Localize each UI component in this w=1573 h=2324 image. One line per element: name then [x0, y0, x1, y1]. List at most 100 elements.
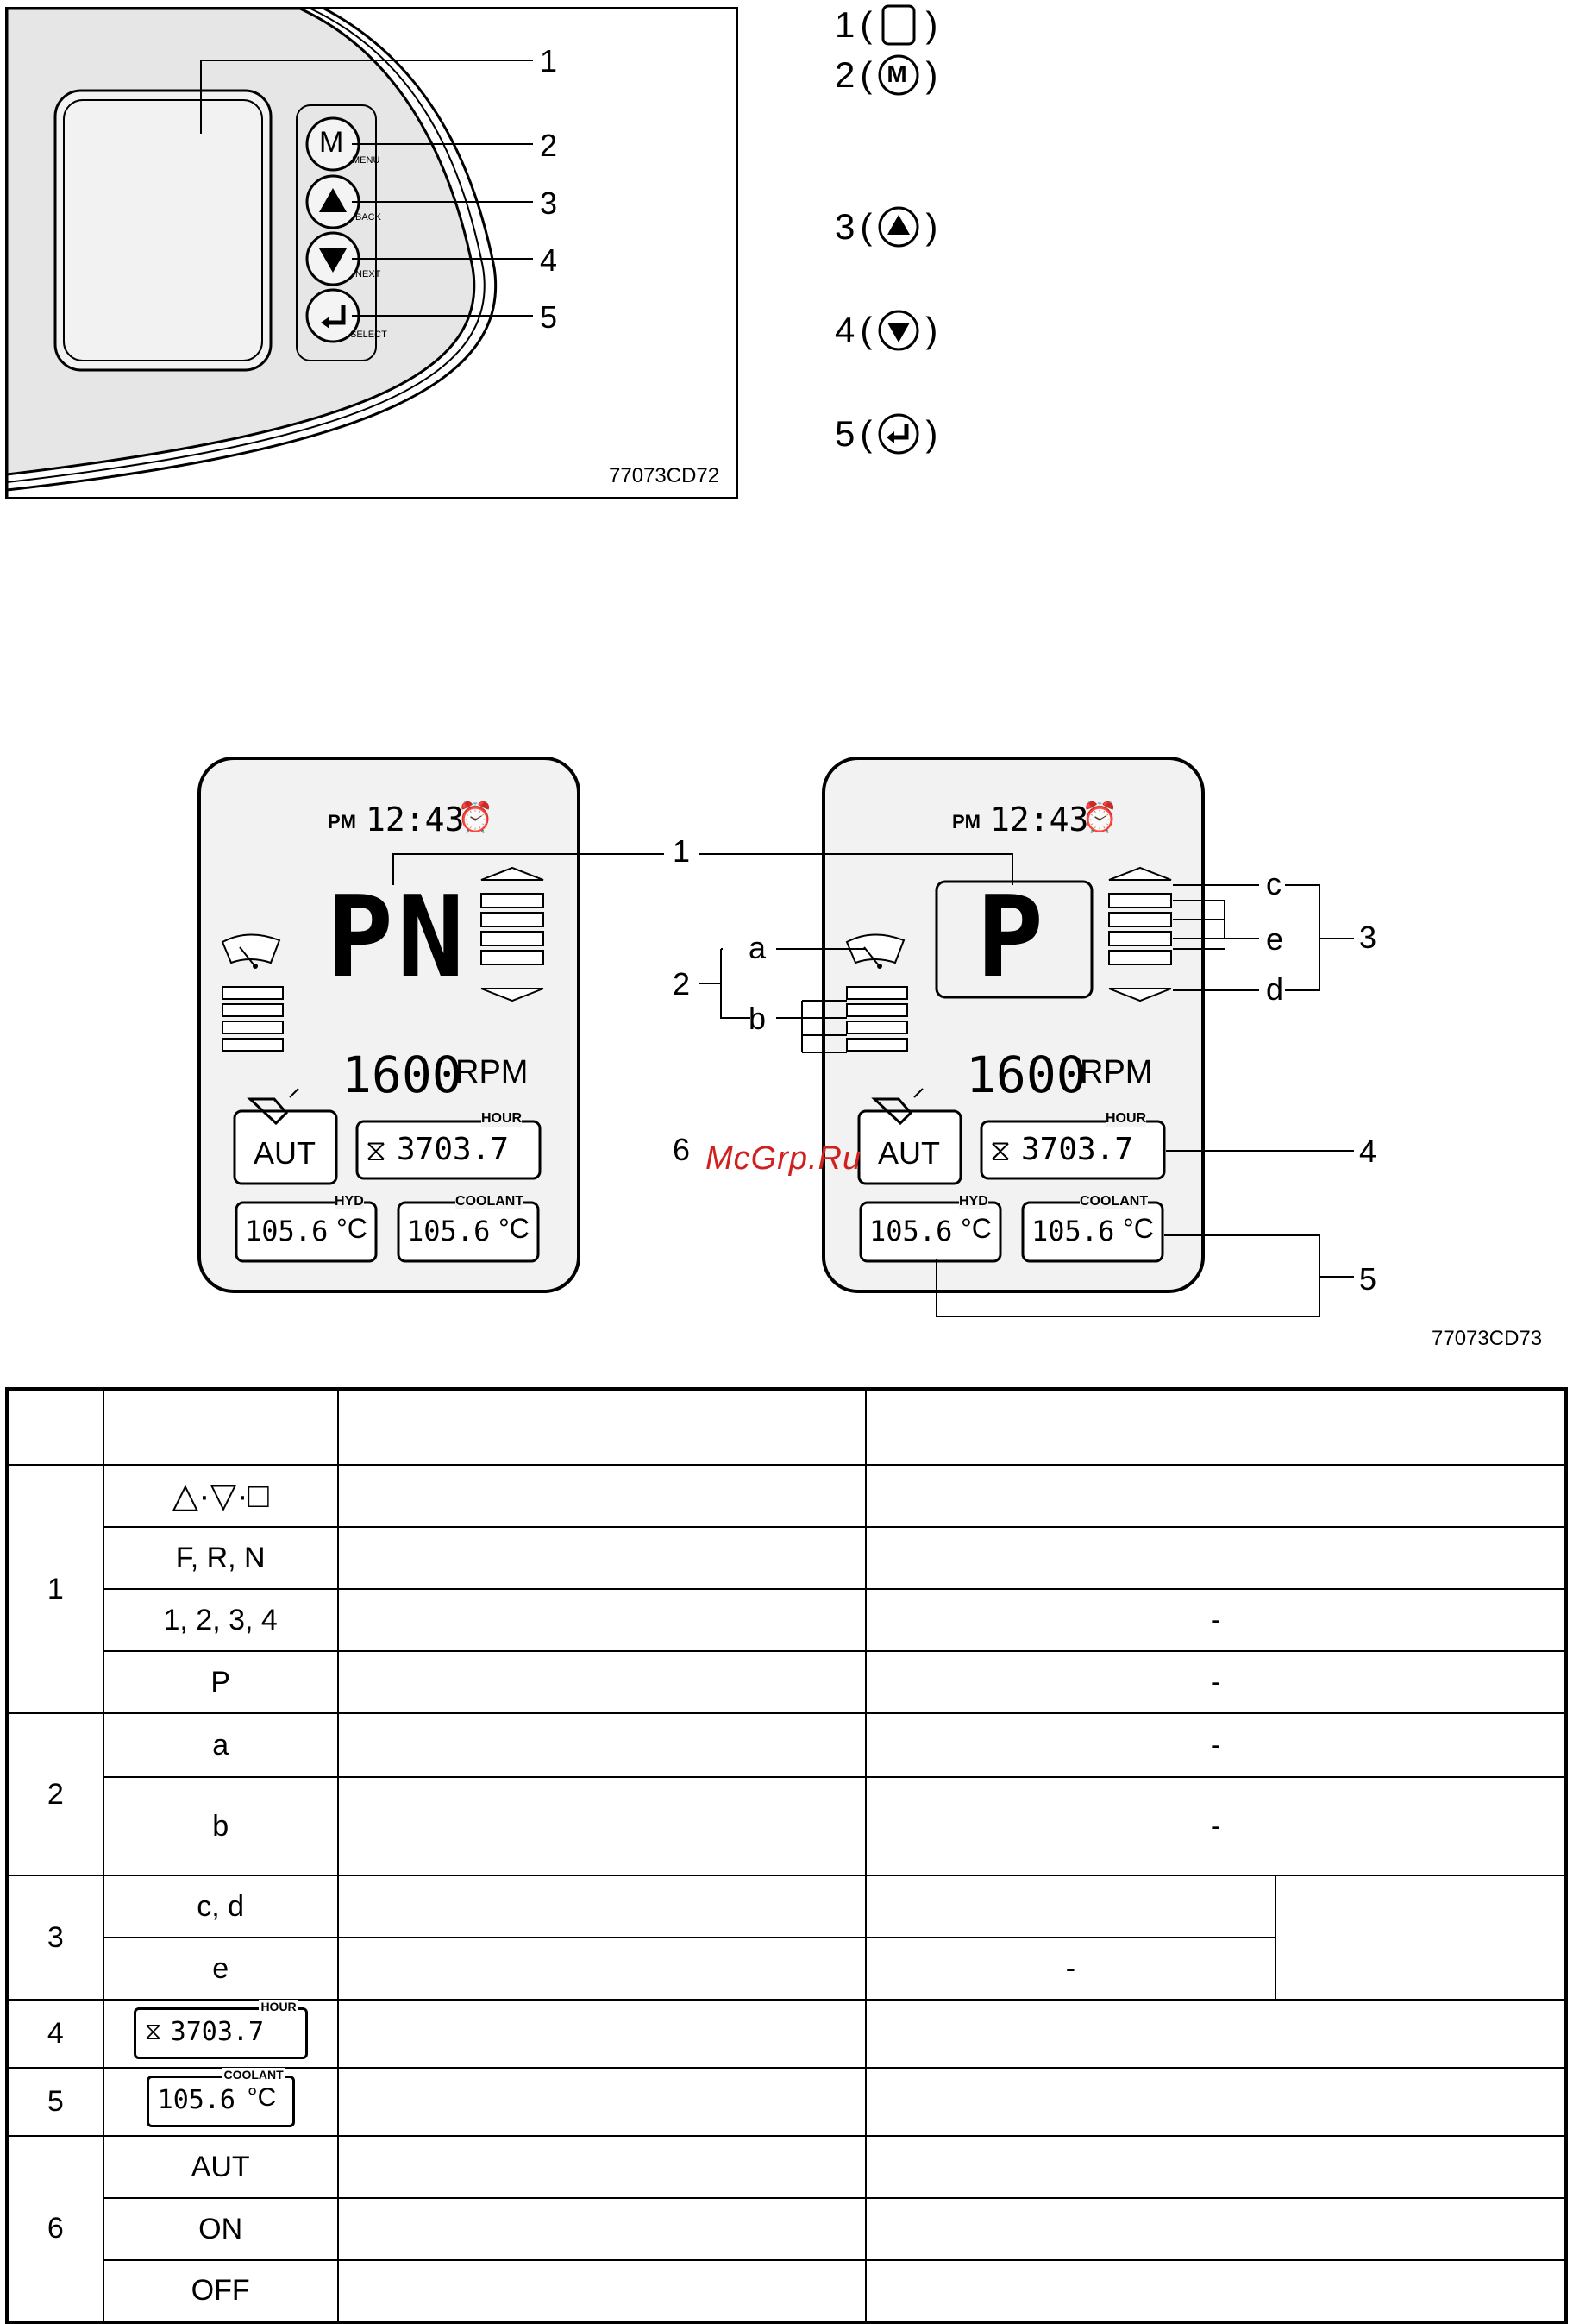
item-cell: a [102, 1712, 339, 1778]
callout-1: 1 [540, 43, 558, 79]
down-triangle-icon [877, 309, 920, 352]
hour-label: HOUR [481, 1111, 523, 1127]
hyd-label: HYD [959, 1194, 988, 1209]
fig2-callout-1: 1 [673, 833, 691, 869]
dash-cell [865, 1875, 1276, 1938]
hyd-temp-unit: °C [961, 1213, 992, 1244]
up-triangle-icon [877, 205, 920, 248]
item-cell: AUT [102, 2135, 339, 2199]
rpm-value: 1600 [342, 1046, 462, 1104]
table-row: b - [7, 1776, 1567, 1876]
fig2-callout-b: b [749, 1001, 767, 1036]
cluster-housing-drawing [7, 9, 533, 497]
callout-4: 4 [540, 242, 558, 278]
table-row: 6 AUT [6, 2135, 1567, 2323]
figure-1-panel: M MENU BACK NEXT SELECT 1 2 3 4 5 77073C… [5, 7, 738, 499]
menu-button-label: MENU [352, 155, 380, 166]
select-button-label: SELECT [350, 330, 387, 340]
rpm-unit: RPM [1080, 1054, 1153, 1090]
spec-table: 1 △·▽·□ F, R, N 1, 2, 3, 4 - P - 2 a - b… [5, 1387, 1568, 2324]
gear-indicator: P [976, 871, 1044, 1002]
hourglass-icon: ⧖ [144, 2017, 162, 2045]
group-cell: 4 [6, 1999, 104, 2069]
item-cell: △·▽·□ [102, 1464, 339, 1528]
dash-cell: - [865, 1588, 1567, 1652]
dash-cell: - [865, 1937, 1276, 2001]
fig2-callout-3: 3 [1359, 920, 1377, 955]
item-cell: P [102, 1650, 339, 1714]
group-cell: 1 [6, 1464, 104, 1714]
alarm-clock-icon: ⏰ [457, 801, 494, 834]
rpm-value: 1600 [966, 1046, 1087, 1104]
hyd-temp-unit: °C [336, 1213, 367, 1244]
hyd-label: HYD [335, 1194, 364, 1209]
lcd-display-left: PM 12:43 ⏰ PN 1600 RPM AUT HOUR ⧖ 3703.7… [197, 756, 581, 1294]
dash-cell [865, 1526, 1567, 1590]
hourglass-icon: ⧖ [366, 1134, 386, 1168]
back-button-label: BACK [355, 212, 381, 223]
item-cell: F, R, N [102, 1526, 339, 1590]
fig2-callout-4: 4 [1359, 1134, 1377, 1169]
table-row: 1 △·▽·□ [6, 1464, 1567, 1714]
hourglass-icon: ⧖ [990, 1134, 1011, 1168]
table-row: e - [7, 1937, 1566, 2001]
table-row: 2 a - [6, 1712, 1567, 1876]
group-cell: 3 [6, 1875, 104, 2001]
rpm-unit: RPM [455, 1054, 529, 1090]
hour-badge-cell: HOUR ⧖ 3703.7 [102, 1999, 339, 2069]
ampm-indicator: PM [952, 811, 981, 832]
fig2-callout-e: e [1266, 921, 1284, 957]
hyd-value: 105.6 [245, 1215, 329, 1247]
table-row: 3 c, d [6, 1875, 1568, 2001]
watermark: McGrp.Ru [705, 1140, 862, 1177]
dash-cell [865, 1999, 1567, 2069]
group-cell: 5 [6, 2067, 104, 2137]
table-header-row [6, 1388, 1567, 1466]
hour-label: HOUR [1106, 1111, 1147, 1127]
fig2-callout-2: 2 [673, 966, 691, 1002]
coolant-badge-cell: COOLANT 105.6 °C [102, 2067, 339, 2137]
alarm-clock-icon: ⏰ [1081, 801, 1119, 834]
dash-cell [865, 2135, 1567, 2199]
dash-cell [865, 2259, 1567, 2323]
mode-aut: AUT [254, 1135, 316, 1171]
item-cell: c, d [102, 1875, 339, 1938]
coolant-value: 105.6 [407, 1215, 491, 1247]
figure-2-code: 77073CD73 [1432, 1327, 1543, 1350]
coolant-value: 105.6 [1031, 1215, 1115, 1247]
callout-2: 2 [540, 128, 558, 163]
legend-item-4: 4( ) [835, 309, 938, 352]
dash-cell: - [865, 1650, 1567, 1714]
ampm-indicator: PM [328, 811, 356, 832]
table-row: 4 HOUR ⧖ 3703.7 [6, 1999, 1567, 2069]
item-cell: OFF [102, 2259, 339, 2323]
group-cell: 2 [6, 1712, 104, 1876]
dash-cell [865, 2067, 1567, 2137]
fig2-callout-c: c [1266, 866, 1282, 901]
clock-time: 12:43 [990, 801, 1089, 839]
next-button-label: NEXT [355, 269, 381, 280]
figure-1-code: 77073CD72 [609, 464, 720, 487]
legend-item-3: 3( ) [835, 205, 938, 248]
lcd-right-frame [822, 757, 1205, 1293]
hour-value: 3703.7 [397, 1132, 510, 1167]
table-row: 5 COOLANT 105.6 °C [6, 2067, 1567, 2137]
table-row: 1, 2, 3, 4 - [7, 1588, 1567, 1652]
coolant-temp-unit: °C [1123, 1213, 1154, 1244]
callout-3: 3 [540, 185, 558, 221]
legend-item-1: 1( ) [835, 3, 938, 47]
menu-button-glyph[interactable]: M [319, 126, 344, 159]
table-row: ON [7, 2197, 1567, 2261]
dash-cell [865, 2197, 1567, 2261]
dash-cell [865, 1464, 1567, 1528]
fig2-callout-5: 5 [1359, 1261, 1377, 1297]
hour-badge: HOUR ⧖ 3703.7 [133, 2000, 308, 2059]
clock-time: 12:43 [366, 801, 465, 839]
blank-square-icon [877, 3, 920, 47]
dash-cell: - [865, 1776, 1567, 1876]
enter-arrow-icon [877, 412, 920, 455]
item-cell: b [102, 1776, 339, 1876]
fig2-callout-a: a [749, 930, 767, 965]
hour-value: 3703.7 [1021, 1132, 1134, 1167]
figure-2-leader-lines [392, 853, 1354, 1317]
